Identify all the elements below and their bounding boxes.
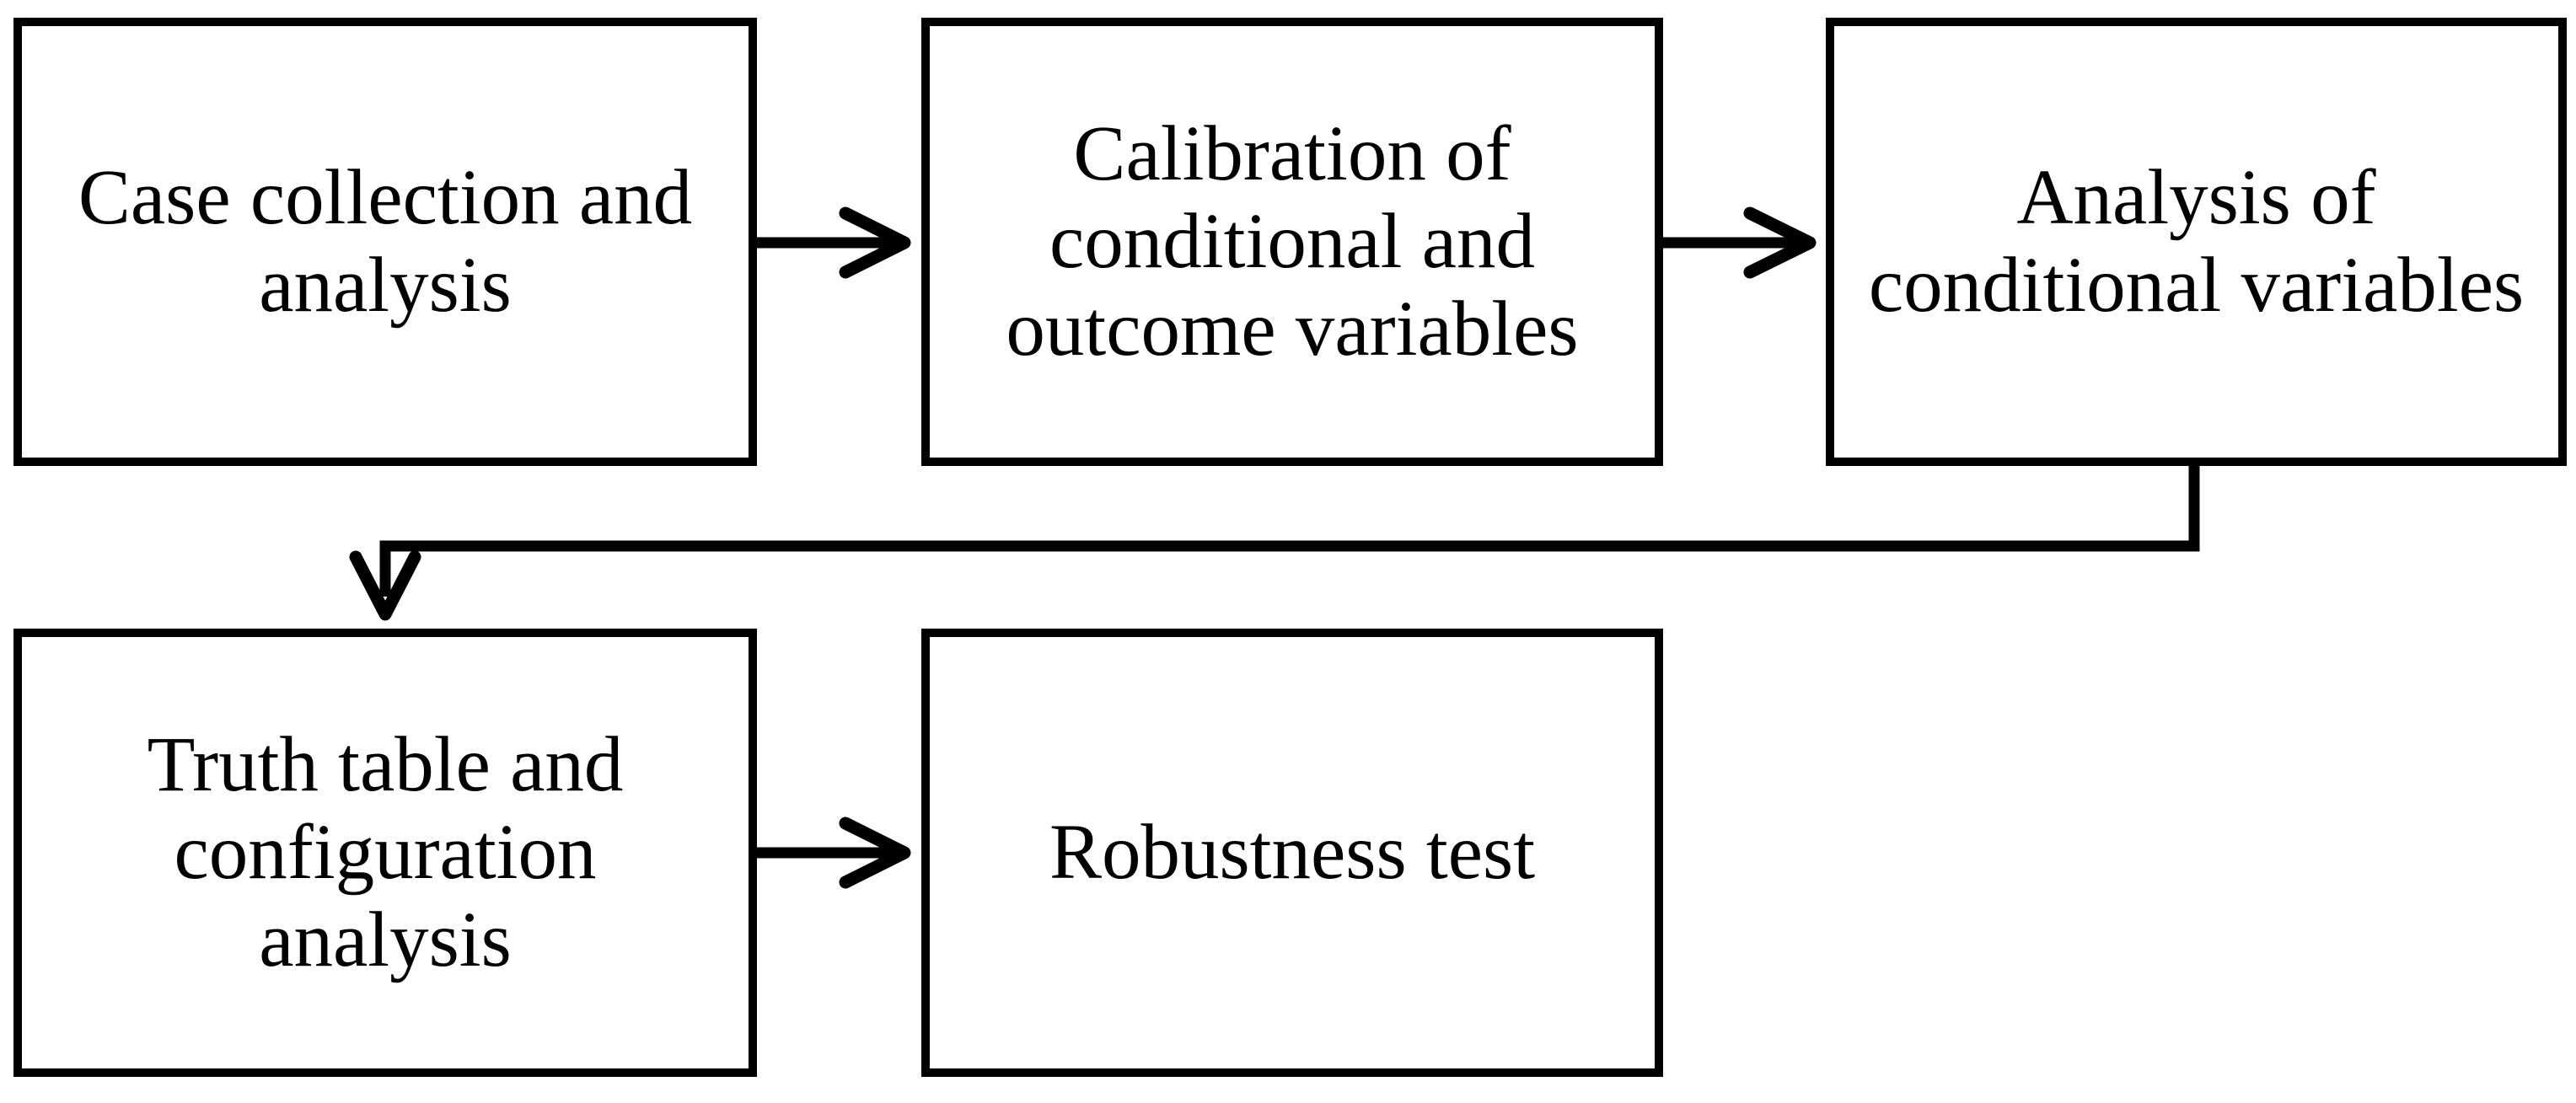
box-text-line: conditional and	[1049, 198, 1535, 285]
box-analysis-conditional: Analysis of conditional variables	[1826, 18, 2567, 466]
box-text-line: analysis	[259, 242, 512, 329]
box-calibration: Calibration of conditional and outcome v…	[921, 18, 1663, 466]
box-text-line: Robustness test	[1049, 809, 1536, 896]
box-text-line: Analysis of	[2016, 154, 2376, 241]
arrow-case-to-calibration	[757, 206, 911, 279]
box-text-line: Calibration of	[1073, 110, 1511, 197]
arrow-analysis-to-truth-table	[349, 464, 2200, 621]
box-case-collection: Case collection and analysis	[13, 18, 757, 466]
box-text-line: configuration	[174, 809, 597, 896]
arrow-truth-table-to-robustness	[757, 817, 911, 889]
box-text-line: Truth table and	[147, 721, 624, 808]
box-text-line: conditional variables	[1868, 242, 2525, 329]
box-robustness: Robustness test	[921, 629, 1663, 1077]
box-truth-table: Truth table and configuration analysis	[13, 629, 757, 1077]
box-text-line: outcome variables	[1006, 286, 1579, 372]
arrow-calibration-to-analysis	[1663, 206, 1817, 279]
box-text-line: Case collection and	[78, 154, 693, 241]
box-text-line: analysis	[259, 897, 512, 983]
